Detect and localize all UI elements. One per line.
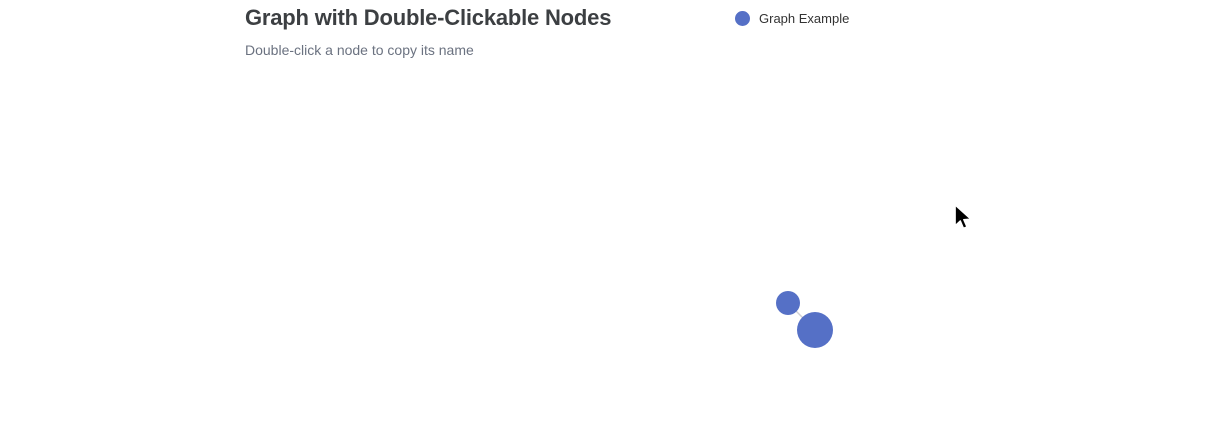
graph-node-2[interactable] — [797, 312, 833, 348]
graph-node-1[interactable] — [776, 291, 800, 315]
page-title: Graph with Double-Clickable Nodes — [245, 5, 612, 30]
graph-canvas[interactable] — [0, 70, 1223, 428]
circle-icon — [735, 11, 750, 26]
legend-label: Graph Example — [759, 10, 850, 26]
page-subtitle: Double-click a node to copy its name — [245, 42, 474, 58]
graph-nodes[interactable] — [776, 291, 833, 348]
graph-legend[interactable]: Graph Example — [735, 10, 849, 27]
page-header: Graph with Double-Clickable Nodes Double… — [245, 4, 715, 59]
